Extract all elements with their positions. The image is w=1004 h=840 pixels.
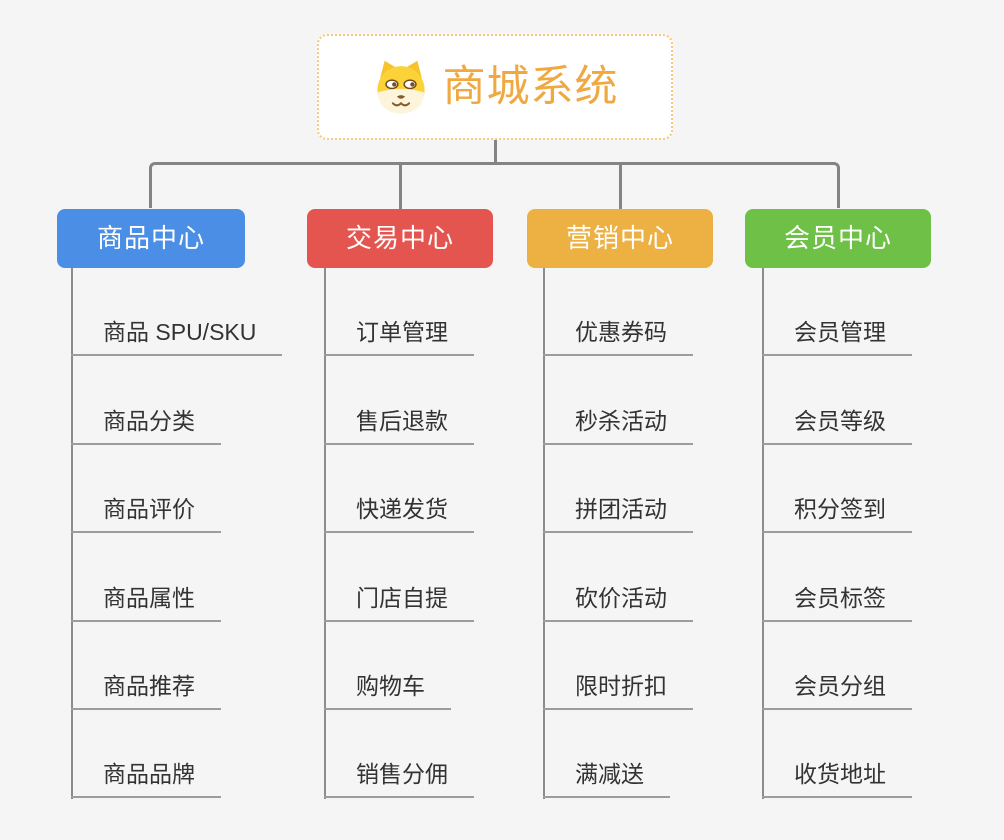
topic-item[interactable]: 秒杀活动 — [543, 409, 693, 445]
dog-face-icon — [376, 60, 425, 114]
root-connector-line — [494, 140, 497, 164]
branch-trunk-line — [543, 268, 545, 799]
topic-item[interactable]: 商品 SPU/SKU — [71, 321, 283, 357]
branch-items-members: 会员管理 会员等级 积分签到 会员标签 会员分组 收货地址 — [762, 268, 912, 799]
branch-header-marketing[interactable]: 营销中心 — [527, 209, 713, 268]
topic-item[interactable]: 售后退款 — [324, 409, 474, 445]
branch-trunk-line — [71, 268, 73, 799]
topic-item[interactable]: 商品属性 — [71, 586, 221, 622]
root-title: 商城系统 — [442, 62, 619, 111]
topic-item[interactable]: 商品评价 — [71, 498, 221, 534]
topic-item[interactable]: 商品品牌 — [71, 763, 221, 799]
branch-items-products: 商品 SPU/SKU 商品分类 商品评价 商品属性 商品推荐 商品品牌 — [71, 268, 283, 799]
topic-item[interactable]: 销售分佣 — [324, 763, 474, 799]
topic-item[interactable]: 限时折扣 — [543, 674, 693, 710]
branch-trunk-line — [762, 268, 764, 799]
topic-item[interactable]: 优惠券码 — [543, 321, 693, 357]
topic-item[interactable]: 购物车 — [324, 674, 451, 710]
topic-item[interactable]: 收货地址 — [762, 763, 912, 799]
topic-item[interactable]: 订单管理 — [324, 321, 474, 357]
topic-item[interactable]: 门店自提 — [324, 586, 474, 622]
topic-item[interactable]: 快递发货 — [324, 498, 474, 534]
topic-item[interactable]: 会员分组 — [762, 674, 912, 710]
topic-item[interactable]: 会员标签 — [762, 586, 912, 622]
branch-items-marketing: 优惠券码 秒杀活动 拼团活动 砍价活动 限时折扣 满减送 — [543, 268, 693, 799]
branch-header-products[interactable]: 商品中心 — [57, 209, 245, 268]
root-node[interactable]: 商城系统 — [317, 34, 673, 140]
branch-items-trade: 订单管理 售后退款 快递发货 门店自提 购物车 销售分佣 — [324, 268, 474, 799]
branch-drop-line — [399, 165, 402, 209]
topic-item[interactable]: 拼团活动 — [543, 498, 693, 534]
topic-item[interactable]: 商品分类 — [71, 409, 221, 445]
branch-header-members[interactable]: 会员中心 — [745, 209, 931, 268]
topic-item[interactable]: 商品推荐 — [71, 674, 221, 710]
branch-drop-line — [619, 165, 622, 209]
topic-item[interactable]: 积分签到 — [762, 498, 912, 534]
topic-item[interactable]: 砍价活动 — [543, 586, 693, 622]
branch-header-trade[interactable]: 交易中心 — [307, 209, 493, 268]
topic-item[interactable]: 满减送 — [543, 763, 670, 799]
branch-trunk-line — [324, 268, 326, 799]
topic-item[interactable]: 会员管理 — [762, 321, 912, 357]
topic-item[interactable]: 会员等级 — [762, 409, 912, 445]
branch-bus-line — [149, 162, 840, 208]
